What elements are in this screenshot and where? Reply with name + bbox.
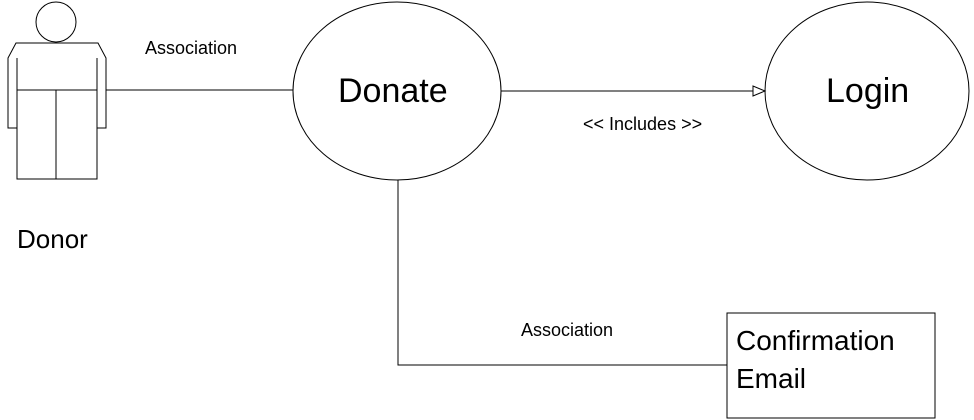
actor-body (7, 42, 107, 180)
actor-name-label: Donor (17, 224, 88, 254)
login-label: Login (826, 72, 910, 110)
confirmation-email-line2: Email (736, 363, 807, 394)
donate-email-association-line (397, 180, 727, 366)
actor-association-label: Association (145, 38, 238, 58)
actor-head (35, 1, 77, 43)
confirmation-email-line1: Confirmation (736, 325, 895, 356)
confirmation-email-box (726, 312, 936, 419)
login-use-case (764, 1, 970, 181)
include-arrowhead (752, 85, 767, 97)
actor-figure (7, 1, 107, 180)
email-association-label: Association (521, 320, 614, 340)
donate-label: Donate (338, 72, 448, 110)
confirmation-email-label: Confirmation Email (736, 322, 895, 398)
include-label: << Includes >> (583, 114, 703, 134)
